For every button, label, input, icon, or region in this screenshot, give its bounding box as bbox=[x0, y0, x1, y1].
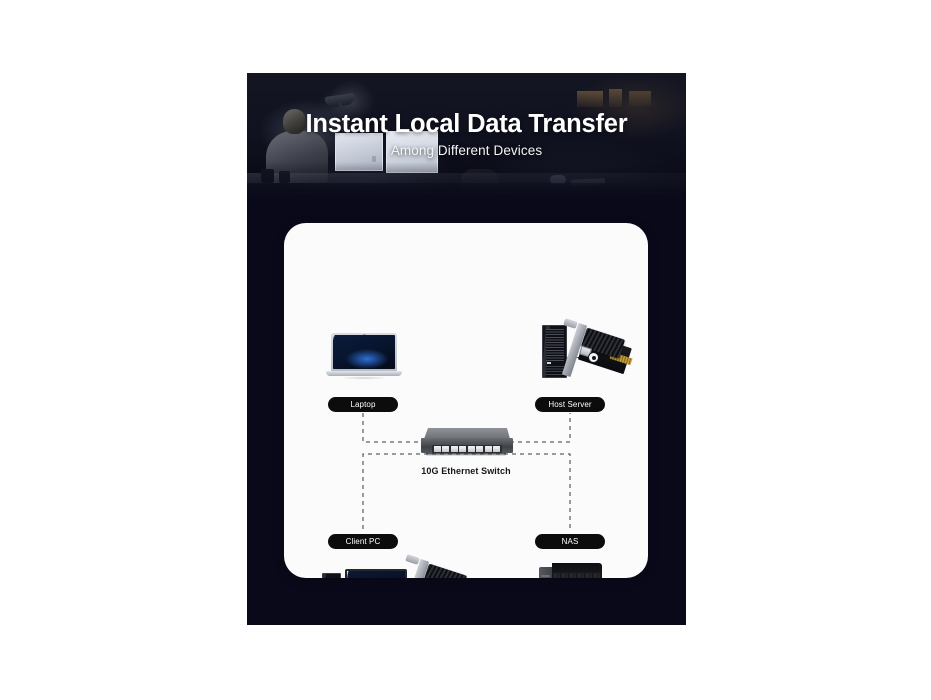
nas-enclosure-icon bbox=[539, 563, 603, 578]
switch-port bbox=[459, 446, 467, 452]
nas-drive-bays bbox=[554, 573, 601, 578]
product-feature-panel: Instant Local Data Transfer Among Differ… bbox=[247, 73, 686, 625]
nas-drive-bay bbox=[593, 573, 601, 578]
switch-top-face bbox=[424, 428, 510, 439]
switch-port bbox=[492, 446, 500, 452]
switch-port bbox=[450, 446, 458, 452]
switch-port-row bbox=[432, 445, 502, 453]
nas-drive-bay bbox=[554, 573, 561, 578]
switch-base-shadow bbox=[426, 453, 506, 456]
laptop-screen-wallpaper bbox=[333, 335, 395, 369]
desktop-tower-icon bbox=[322, 573, 341, 578]
node-label-laptop: Laptop bbox=[328, 397, 398, 412]
switch-port bbox=[434, 446, 442, 452]
server-power-led bbox=[547, 362, 551, 364]
hero-title: Instant Local Data Transfer bbox=[305, 110, 628, 138]
laptop-icon bbox=[326, 333, 402, 383]
switch-port bbox=[442, 446, 450, 452]
laptop-shadow bbox=[332, 376, 396, 380]
node-label-client-pc: Client PC bbox=[328, 534, 398, 549]
desktop-monitor-icon bbox=[345, 569, 407, 578]
desktop-pc-nic-icon bbox=[322, 563, 440, 578]
window-light-right bbox=[629, 91, 651, 106]
nas-side-panel bbox=[539, 567, 553, 578]
server-lower-vents bbox=[546, 366, 564, 376]
node-label-nas: NAS bbox=[535, 534, 605, 549]
hero-subtitle: Among Different Devices bbox=[390, 143, 543, 158]
connection-node-marker bbox=[588, 352, 599, 363]
node-label-host-server: Host Server bbox=[535, 397, 605, 412]
nas-drive-bay bbox=[585, 573, 593, 578]
nic-bracket-tab bbox=[405, 554, 420, 565]
switch-port bbox=[476, 446, 484, 452]
pcie-network-card-icon bbox=[402, 553, 474, 578]
window-light-left bbox=[577, 91, 603, 107]
nas-drive-bay bbox=[561, 573, 569, 578]
nas-status-stripe bbox=[541, 575, 550, 577]
switch-port bbox=[467, 446, 475, 452]
laptop-base bbox=[326, 371, 402, 376]
monitor-indicator bbox=[372, 156, 376, 162]
laptop-lid bbox=[331, 333, 397, 371]
desk-lamp-pole bbox=[339, 103, 342, 143]
hero-photo-dark-office-workstation-photo bbox=[247, 73, 686, 208]
nas-drive-bay bbox=[577, 573, 585, 578]
server-tower-nic-icon bbox=[526, 317, 636, 387]
center-device-label: 10G Ethernet Switch bbox=[421, 466, 511, 476]
nic-heatsink bbox=[422, 563, 468, 578]
monitor-screen-wallpaper bbox=[347, 571, 405, 578]
ethernet-switch-icon bbox=[418, 428, 514, 460]
window-light-middle bbox=[609, 89, 622, 107]
hero-bottom-fade bbox=[247, 162, 686, 208]
network-topology-card: Laptop Host Server Client PC NAS bbox=[284, 223, 648, 578]
person-silhouette-head bbox=[283, 109, 306, 134]
switch-port bbox=[484, 446, 492, 452]
server-front-vents bbox=[546, 329, 564, 361]
laptop-webcam bbox=[363, 333, 366, 335]
nas-drive-bay bbox=[569, 573, 577, 578]
hero-text-block: Instant Local Data Transfer Among Differ… bbox=[247, 73, 686, 208]
nas-front-panel bbox=[552, 563, 602, 578]
